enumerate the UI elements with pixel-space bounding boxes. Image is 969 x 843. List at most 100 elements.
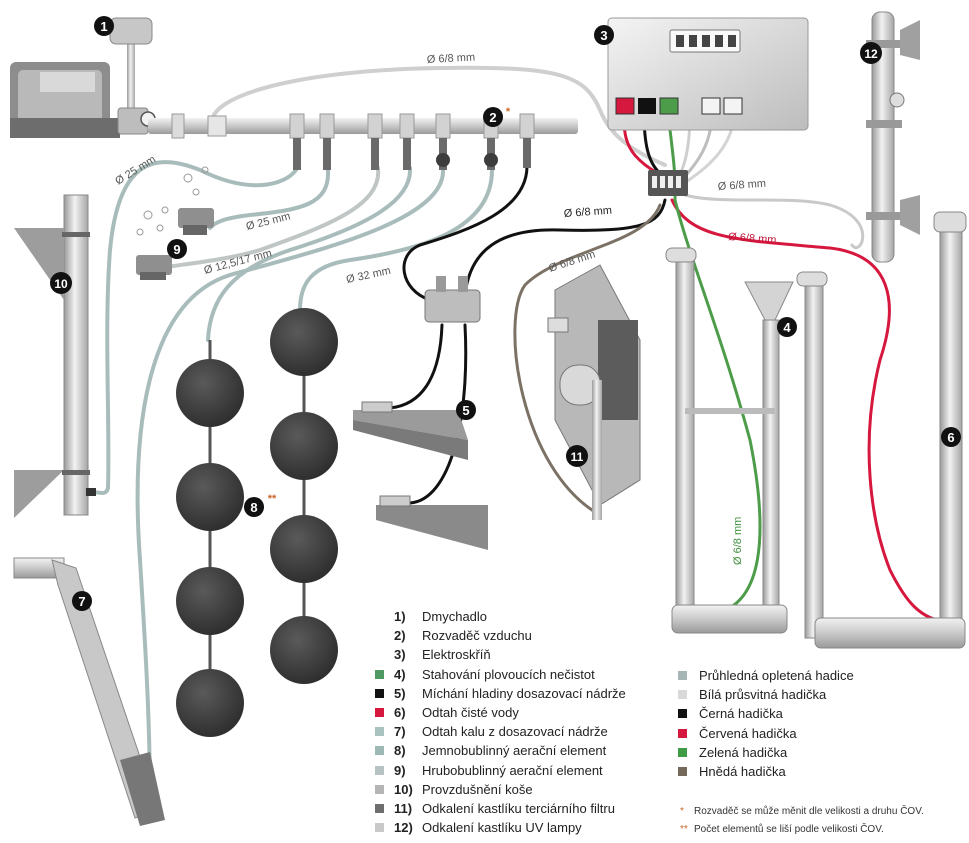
legend-number: 4) bbox=[394, 666, 422, 684]
fine-bubble-elements bbox=[176, 308, 338, 737]
note-1-text: Rozvaděč se může měnit dle velikosti a d… bbox=[694, 806, 924, 817]
legend-number: 12) bbox=[394, 819, 422, 837]
legend-row: 10)Provzdušnění koše bbox=[375, 781, 533, 799]
element bbox=[176, 669, 244, 737]
legend-label: Zelená hadička bbox=[699, 745, 787, 760]
legend-label: Dmychadlo bbox=[422, 609, 487, 624]
legend-number: 6) bbox=[394, 704, 422, 722]
note-1: *Rozvaděč se může měnit dle velikosti a … bbox=[680, 806, 924, 817]
element bbox=[270, 616, 338, 684]
callout-11: 11 bbox=[571, 450, 584, 464]
legend-swatch bbox=[375, 804, 384, 813]
callout-8-star: ** bbox=[268, 493, 277, 505]
legend-swatch bbox=[375, 612, 384, 621]
label-green: Ø 6/8 mm bbox=[732, 517, 744, 565]
legend-row: 3)Elektroskříň bbox=[375, 646, 491, 664]
basket-pillar bbox=[14, 195, 96, 518]
callout-6: 6 bbox=[947, 430, 954, 445]
legend-swatch bbox=[375, 670, 384, 679]
callout-12: 12 bbox=[864, 47, 878, 61]
air-manifold bbox=[148, 114, 578, 170]
element bbox=[176, 567, 244, 635]
legend-row: 12)Odkalení kastlíku UV lampy bbox=[375, 819, 582, 837]
legend-row: 7)Odtah kalu z dosazovací nádrže bbox=[375, 723, 608, 741]
callout-5: 5 bbox=[462, 403, 469, 418]
element bbox=[176, 463, 244, 531]
legend-row: 6)Odtah čisté vody bbox=[375, 704, 519, 722]
legend-swatch bbox=[678, 729, 687, 738]
legend-label: Červená hadička bbox=[699, 726, 797, 741]
legend-swatch bbox=[375, 727, 384, 736]
legend-label: Odkalení kastlíku terciárního filtru bbox=[422, 801, 615, 816]
legend-number: 1) bbox=[394, 608, 422, 626]
legend-row: Bílá průsvitná hadička bbox=[678, 686, 826, 704]
legend-number: 10) bbox=[394, 781, 422, 799]
callout-10: 10 bbox=[54, 277, 68, 291]
legend-number: 7) bbox=[394, 723, 422, 741]
label-black: Ø 6/8 mm bbox=[563, 205, 612, 220]
label-top: Ø 6/8 mm bbox=[427, 51, 476, 66]
label-32: Ø 32 mm bbox=[345, 265, 392, 286]
legend-number: 3) bbox=[394, 646, 422, 664]
legend-row: 8)Jemnobublinný aerační element bbox=[375, 742, 606, 760]
element bbox=[270, 515, 338, 583]
legend-swatch bbox=[678, 767, 687, 776]
legend-row: 4)Stahování plovoucích nečistot bbox=[375, 666, 595, 684]
legend-label: Odtah čisté vody bbox=[422, 705, 519, 720]
control-box bbox=[608, 18, 808, 196]
legend-swatch bbox=[375, 631, 384, 640]
legend-row: Červená hadička bbox=[678, 725, 797, 743]
note-2-mark: ** bbox=[680, 824, 694, 835]
legend-swatch bbox=[375, 766, 384, 775]
legend-number: 5) bbox=[394, 685, 422, 703]
legend-row: 9)Hrubobublinný aerační element bbox=[375, 762, 603, 780]
element bbox=[270, 412, 338, 480]
callout-2-star: * bbox=[506, 106, 511, 118]
label-grey-right: Ø 6/8 mm bbox=[717, 178, 766, 193]
legend-swatch bbox=[678, 709, 687, 718]
legend-label: Hnědá hadička bbox=[699, 764, 786, 779]
legend-number: 9) bbox=[394, 762, 422, 780]
legend-row: 2)Rozvaděč vzduchu bbox=[375, 627, 532, 645]
legend-number: 11) bbox=[394, 800, 422, 818]
legend-right: Průhledná opletená hadiceBílá průsvitná … bbox=[678, 667, 878, 787]
callouts: 1 2 * 3 4 5 6 7 8 ** 9 10 11 12 bbox=[50, 16, 961, 611]
legend-row: Hnědá hadička bbox=[678, 763, 786, 781]
blower bbox=[10, 18, 155, 138]
legend-row: 5)Míchání hladiny dosazovací nádrže bbox=[375, 685, 626, 703]
legend-number: 8) bbox=[394, 742, 422, 760]
legend-label: Hrubobublinný aerační element bbox=[422, 763, 603, 778]
element bbox=[270, 308, 338, 376]
note-2: **Počet elementů se liší podle velikosti… bbox=[680, 824, 884, 835]
legend-label: Míchání hladiny dosazovací nádrže bbox=[422, 686, 626, 701]
hose-black-c bbox=[390, 325, 442, 408]
legend-swatch bbox=[678, 690, 687, 699]
legend-label: Provzdušnění koše bbox=[422, 782, 533, 797]
note-2-text: Počet elementů se liší podle velikosti Č… bbox=[694, 824, 884, 835]
legend-row: 1)Dmychadlo bbox=[375, 608, 487, 626]
legend-number: 2) bbox=[394, 627, 422, 645]
callout-7: 7 bbox=[78, 594, 85, 609]
legend-row: 11)Odkalení kastlíku terciárního filtru bbox=[375, 800, 615, 818]
legend-label: Bílá průsvitná hadička bbox=[699, 687, 826, 702]
legend-row: Zelená hadička bbox=[678, 744, 787, 762]
callout-9: 9 bbox=[173, 242, 180, 257]
legend-swatch bbox=[375, 746, 384, 755]
callout-2: 2 bbox=[489, 110, 496, 125]
callout-8: 8 bbox=[250, 500, 257, 515]
label-25a: Ø 25 mm bbox=[113, 153, 158, 187]
legend-swatch bbox=[375, 785, 384, 794]
legend-label: Rozvaděč vzduchu bbox=[422, 628, 532, 643]
legend-swatch bbox=[375, 823, 384, 832]
legend-label: Odkalení kastlíku UV lampy bbox=[422, 820, 582, 835]
label-red: Ø 6/8 mm bbox=[728, 231, 777, 246]
callout-3: 3 bbox=[600, 28, 607, 43]
legend-row: Průhledná opletená hadice bbox=[678, 667, 854, 685]
legend-label: Odtah kalu z dosazovací nádrže bbox=[422, 724, 608, 739]
callout-1: 1 bbox=[100, 19, 107, 34]
legend-swatch bbox=[375, 708, 384, 717]
legend-label: Průhledná opletená hadice bbox=[699, 668, 854, 683]
element bbox=[176, 359, 244, 427]
notes: *Rozvaděč se může měnit dle velikosti a … bbox=[680, 806, 965, 842]
